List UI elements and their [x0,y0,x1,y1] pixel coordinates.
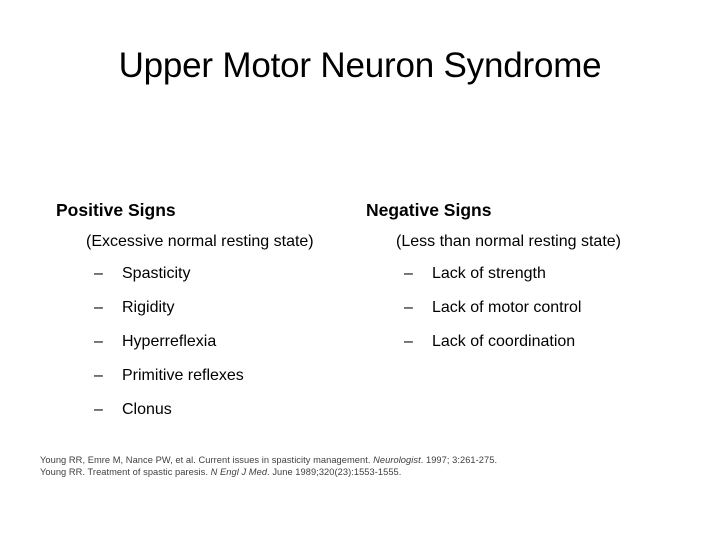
column-heading-positive: Positive Signs [56,200,176,220]
list-item-label: Lack of coordination [432,333,576,350]
list-item: – Rigidity [94,291,376,325]
dash-bullet-icon: – [404,265,413,282]
list-item-label: Primitive reflexes [122,367,244,384]
column-heading-negative: Negative Signs [366,200,492,220]
list-item-label: Spasticity [122,265,191,282]
content-body: Positive Signs (Excessive normal resting… [0,198,720,448]
bullet-list-positive: – Spasticity – Rigidity – Hyperreflexia … [56,257,376,427]
list-item: – Lack of coordination [404,325,686,359]
list-item: – Spasticity [94,257,376,291]
column-subtitle-positive: (Excessive normal resting state) [86,233,314,250]
list-item: – Hyperreflexia [94,325,376,359]
dash-bullet-icon: – [94,367,103,384]
citation-reference: Young RR, Emre M, Nance PW, et al. Curre… [40,455,700,467]
page-title: Upper Motor Neuron Syndrome [118,46,602,85]
list-item: – Lack of strength [404,257,686,291]
citation-prefix: Young RR, Emre M, Nance PW, et al. Curre… [40,455,374,465]
list-item-label: Hyperreflexia [122,333,217,350]
citation-suffix: . June 1989;320(23):1553-1555. [267,466,402,477]
column-negative-signs: Negative Signs (Less than normal resting… [366,198,686,359]
dash-bullet-icon: – [94,299,103,316]
citation-reference: Young RR. Treatment of spastic paresis. … [40,467,700,479]
dash-bullet-icon: – [94,333,103,350]
dash-bullet-icon: – [94,265,103,282]
citation-prefix: Young RR. Treatment of spastic paresis. [40,466,211,477]
dash-bullet-icon: – [94,401,103,418]
citation-block: Young RR, Emre M, Nance PW, et al. Curre… [40,455,700,478]
list-item: – Clonus [94,393,376,427]
dash-bullet-icon: – [404,299,413,316]
citation-journal: N Engl J Med [210,466,268,477]
column-subtitle-negative: (Less than normal resting state) [396,233,621,250]
list-item-label: Clonus [122,401,172,418]
citation-journal: Neurologist [373,455,421,465]
list-item: – Lack of motor control [404,291,686,325]
list-item-label: Lack of strength [432,265,546,282]
bullet-list-negative: – Lack of strength – Lack of motor contr… [366,257,686,359]
list-item-label: Lack of motor control [432,299,582,316]
list-item-label: Rigidity [122,299,175,316]
column-positive-signs: Positive Signs (Excessive normal resting… [56,198,376,427]
list-item: – Primitive reflexes [94,359,376,393]
citation-suffix: . 1997; 3:261-275. [420,455,498,465]
dash-bullet-icon: – [404,333,413,350]
